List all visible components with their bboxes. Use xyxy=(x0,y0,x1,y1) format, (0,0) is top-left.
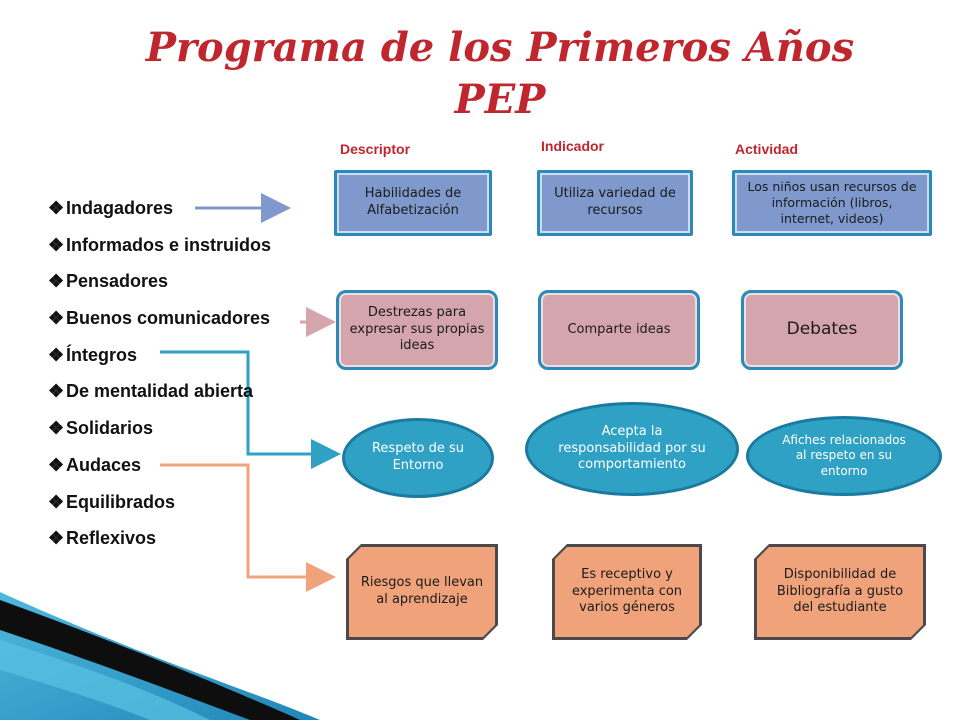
diamond-bullet-icon: ❖ xyxy=(48,271,65,292)
indicador-ellipse-3: Acepta la responsabilidad por su comport… xyxy=(525,402,739,496)
list-item: ❖Audaces xyxy=(48,451,271,488)
indicador-box-1: Utiliza variedad de recursos xyxy=(537,170,693,236)
list-item: ❖Buenos comunicadores xyxy=(48,304,271,341)
diamond-bullet-icon: ❖ xyxy=(48,381,65,402)
diamond-bullet-icon: ❖ xyxy=(48,528,65,549)
list-item: ❖Indagadores xyxy=(48,194,271,231)
list-item: ❖Equilibrados xyxy=(48,488,271,525)
corner-wave-decoration xyxy=(0,592,320,720)
diamond-bullet-icon: ❖ xyxy=(48,491,65,512)
descriptor-ellipse-3: Respeto de su Entorno xyxy=(342,418,494,498)
list-item: ❖Íntegros xyxy=(48,341,271,378)
diamond-bullet-icon: ❖ xyxy=(48,418,65,439)
arrow-teal xyxy=(160,350,341,469)
list-item: ❖Informados e instruidos xyxy=(48,231,271,268)
diamond-bullet-icon: ❖ xyxy=(48,344,65,365)
diamond-bullet-icon: ❖ xyxy=(48,454,65,475)
list-item: ❖De mentalidad abierta xyxy=(48,377,271,414)
actividad-box-4: Disponibilidad de Bibliografía a gusto d… xyxy=(757,547,923,637)
diamond-bullet-icon: ❖ xyxy=(48,198,65,218)
descriptor-box-1: Habilidades de Alfabetización xyxy=(334,170,492,236)
learner-profile-list: ❖Indagadores ❖Informados e instruidos ❖P… xyxy=(48,194,271,561)
diamond-bullet-icon: ❖ xyxy=(48,234,65,255)
list-item: ❖Reflexivos xyxy=(48,524,271,561)
page-title: Programa de los Primeros Años xyxy=(145,24,855,71)
header-descriptor: Descriptor xyxy=(340,141,411,157)
actividad-box-1: Los niños usan recursos de información (… xyxy=(732,170,932,236)
indicador-box-4: Es receptivo y experimenta con varios gé… xyxy=(555,547,699,637)
actividad-ellipse-3: Afiches relacionados al respeto en su en… xyxy=(746,416,942,496)
list-item: ❖Solidarios xyxy=(48,414,271,451)
diamond-bullet-icon: ❖ xyxy=(48,308,65,329)
arrow-orange xyxy=(160,463,336,592)
header-indicador: Indicador xyxy=(541,138,605,154)
descriptor-box-2: Destrezas para expresar sus propias idea… xyxy=(336,290,498,370)
actividad-box-2: Debates xyxy=(741,290,903,370)
descriptor-box-4: Riesgos que llevan al aprendizaje xyxy=(349,547,495,637)
indicador-box-2: Comparte ideas xyxy=(538,290,700,370)
header-actividad: Actividad xyxy=(735,141,799,157)
list-item: ❖Pensadores xyxy=(48,267,271,304)
page-subtitle: PEP xyxy=(454,76,546,123)
